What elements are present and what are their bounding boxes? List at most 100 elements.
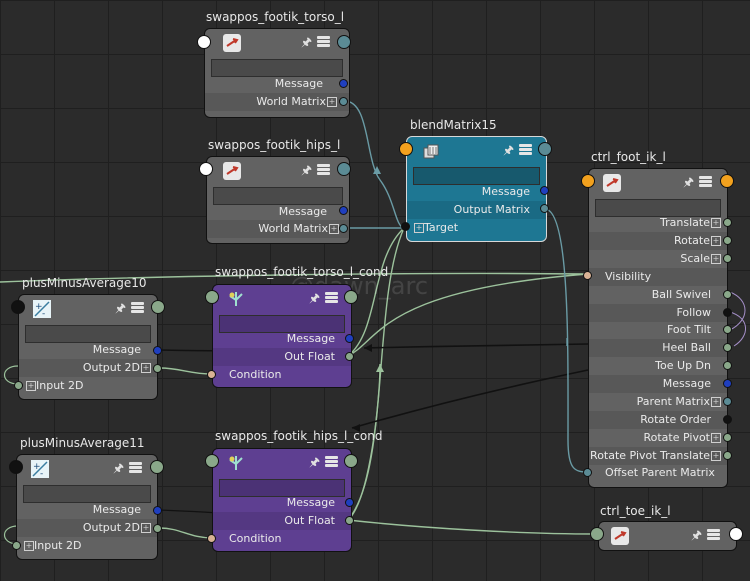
node-swappos-footik-torso[interactable]: 🖈 Message World Matrix+	[204, 28, 350, 118]
expand-icon[interactable]: +	[711, 433, 721, 443]
port-toe-up-dn[interactable]	[723, 361, 732, 370]
expand-icon[interactable]: +	[711, 218, 721, 228]
node-name-field[interactable]	[413, 167, 540, 185]
expand-icon[interactable]: +	[24, 541, 34, 551]
pin-icon[interactable]: 🖈	[115, 301, 127, 315]
port-hips-message[interactable]	[339, 206, 348, 215]
attribute-list-icon[interactable]	[317, 164, 330, 176]
node-name-field[interactable]	[211, 59, 343, 77]
pin-icon[interactable]: 🖈	[113, 461, 125, 475]
port-torso-out[interactable]	[337, 35, 351, 49]
port-torso-cond-in[interactable]	[205, 290, 219, 304]
node-ctrl-foot-ik[interactable]: 🖈 Translate+ Rotate+ Scale+ Visibility B…	[588, 168, 728, 488]
node-name-field[interactable]	[219, 315, 345, 333]
port-hips-out[interactable]	[337, 162, 351, 176]
expand-icon[interactable]: +	[141, 523, 151, 533]
port-torso-worldmatrix[interactable]	[339, 97, 348, 106]
port-torso-cond-message[interactable]	[345, 334, 354, 343]
node-plus-minus-average-10[interactable]: +- 🖈 Message Output 2D+ +Input 2D	[18, 294, 158, 400]
port-hips-worldmatrix[interactable]	[339, 224, 348, 233]
port-parent-matrix[interactable]	[723, 397, 732, 406]
attribute-list-icon[interactable]	[325, 292, 338, 304]
port-blend-message[interactable]	[540, 186, 549, 195]
attribute-list-icon[interactable]	[699, 176, 712, 188]
pin-icon[interactable]: 🖈	[503, 143, 515, 157]
node-name-field[interactable]	[595, 199, 721, 217]
port-pma10-input-2d[interactable]	[14, 381, 23, 390]
attribute-list-icon[interactable]	[325, 456, 338, 468]
port-translate[interactable]	[723, 218, 732, 227]
node-swappos-footik-hips[interactable]: 🖈 Message World Matrix+	[206, 156, 350, 244]
port-rotate-pivot[interactable]	[723, 433, 732, 442]
port-ctrl-toe-out[interactable]	[729, 527, 743, 541]
expand-icon[interactable]: +	[329, 224, 339, 234]
pin-icon[interactable]: 🖈	[309, 291, 321, 305]
expand-icon[interactable]: +	[711, 236, 721, 246]
port-hips-cond-in[interactable]	[205, 454, 219, 468]
port-ctrl-foot-out[interactable]	[720, 174, 734, 188]
attribute-list-icon[interactable]	[131, 302, 144, 314]
expand-icon[interactable]: +	[327, 97, 337, 107]
pin-icon[interactable]: 🖈	[309, 455, 321, 469]
attribute-list-icon[interactable]	[519, 144, 532, 156]
port-pma11-output-2d[interactable]	[153, 524, 162, 533]
port-torso-message[interactable]	[339, 79, 348, 88]
port-ctrl-toe-in[interactable]	[590, 527, 604, 541]
port-blend-in[interactable]	[399, 142, 413, 156]
node-name-field[interactable]	[219, 479, 345, 497]
port-blend-target[interactable]	[401, 222, 410, 231]
node-ctrl-toe-ik[interactable]: 🖈	[598, 521, 737, 551]
port-rotate[interactable]	[723, 236, 732, 245]
port-foot-tilt[interactable]	[723, 325, 732, 334]
expand-icon[interactable]: +	[711, 254, 721, 264]
expand-icon[interactable]: +	[26, 381, 36, 391]
port-pma11-message[interactable]	[153, 506, 162, 515]
port-pma11-input-2d[interactable]	[12, 541, 21, 550]
port-ctrl-foot-in[interactable]	[581, 174, 595, 188]
port-follow[interactable]	[723, 308, 732, 317]
port-pma11-in[interactable]	[9, 460, 23, 474]
port-ball-swivel[interactable]	[723, 290, 732, 299]
expand-icon[interactable]: +	[141, 363, 151, 373]
port-torso-cond-condition[interactable]	[207, 370, 216, 379]
pin-icon[interactable]: 🖈	[301, 163, 313, 177]
port-pma11-out[interactable]	[150, 460, 164, 474]
expand-icon[interactable]: +	[711, 451, 721, 461]
pin-icon[interactable]: 🖈	[683, 175, 695, 189]
port-rotate-pivot-translate[interactable]	[723, 451, 732, 460]
port-hips-in[interactable]	[199, 162, 213, 176]
node-blend-matrix[interactable]: 🖈 Message Output Matrix +Target	[406, 136, 547, 242]
port-pma10-output-2d[interactable]	[153, 364, 162, 373]
pin-icon[interactable]: 🖈	[301, 35, 313, 49]
node-plus-minus-average-11[interactable]: +- 🖈 Message Output 2D+ +Input 2D	[16, 454, 158, 560]
node-name-field[interactable]	[25, 325, 151, 343]
port-scale[interactable]	[723, 254, 732, 263]
port-message[interactable]	[723, 379, 732, 388]
port-offset-parent-matrix[interactable]	[583, 468, 592, 477]
port-hips-cond-message[interactable]	[345, 498, 354, 507]
attribute-list-icon[interactable]	[129, 462, 142, 474]
attribute-list-icon[interactable]	[317, 36, 330, 48]
port-rotate-order[interactable]	[723, 415, 732, 424]
port-hips-cond-out-float[interactable]	[345, 516, 354, 525]
attribute-list-icon[interactable]	[707, 529, 720, 541]
node-name-field[interactable]	[23, 485, 151, 503]
port-visibility[interactable]	[583, 271, 592, 280]
port-hips-cond-condition[interactable]	[207, 534, 216, 543]
port-heel-ball[interactable]	[723, 343, 732, 352]
port-torso-cond-out-float[interactable]	[345, 352, 354, 361]
port-hips-cond-out[interactable]	[344, 454, 358, 468]
port-pma10-out[interactable]	[151, 300, 165, 314]
node-hips-condition[interactable]: 🖈 Message Out Float Condition	[212, 448, 352, 552]
port-blend-out[interactable]	[538, 142, 552, 156]
port-pma10-in[interactable]	[11, 300, 25, 314]
pin-icon[interactable]: 🖈	[691, 528, 703, 542]
node-torso-condition[interactable]: 🖈 Message Out Float Condition	[212, 284, 352, 388]
node-name-field[interactable]	[213, 187, 343, 205]
port-pma10-message[interactable]	[153, 346, 162, 355]
port-torso-in[interactable]	[197, 35, 211, 49]
expand-icon[interactable]: +	[711, 397, 721, 407]
expand-icon[interactable]: +	[414, 223, 424, 233]
port-torso-cond-out[interactable]	[344, 290, 358, 304]
port-blend-output-matrix[interactable]	[540, 204, 549, 213]
